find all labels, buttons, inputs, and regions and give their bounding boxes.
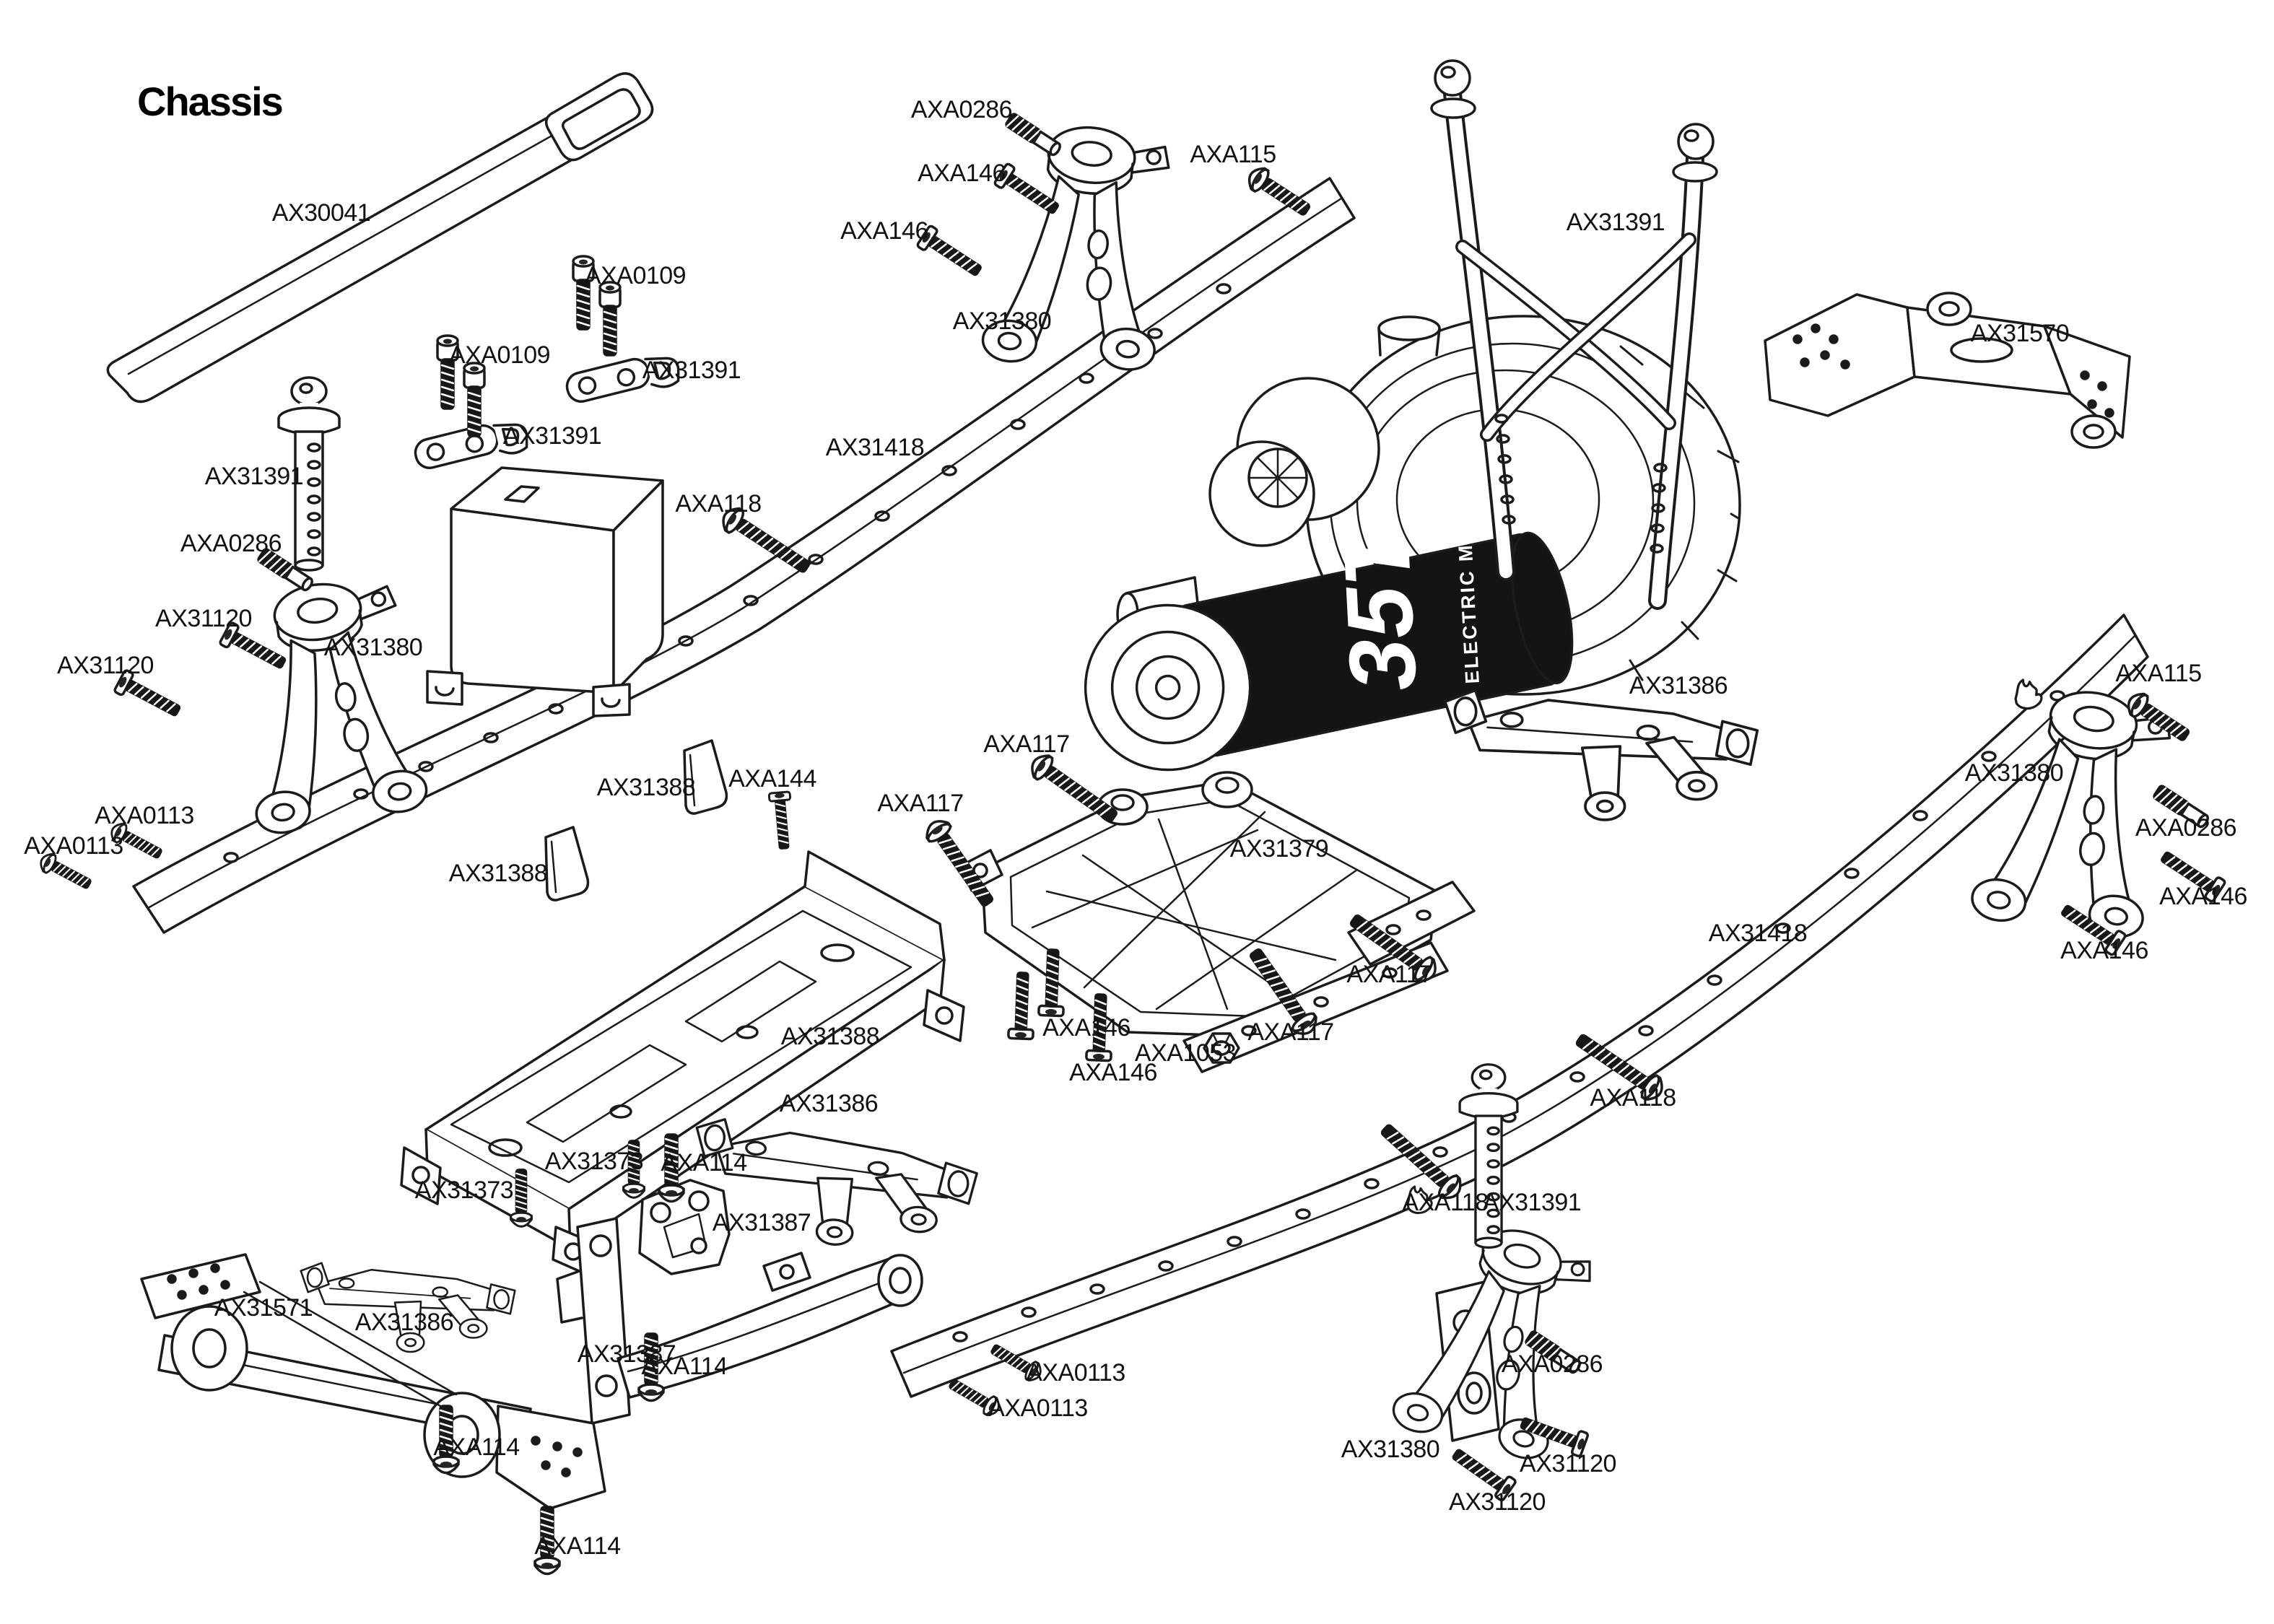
part-label-axa146-mid-1: AXA146 bbox=[1042, 1014, 1131, 1042]
part-label-axa0286-right: AXA0286 bbox=[2135, 814, 2237, 842]
part-label-axa114-4: AXA114 bbox=[534, 1532, 621, 1560]
part-label-axa146-mid-2: AXA146 bbox=[1069, 1059, 1157, 1086]
part-label-axa0286-bottom: AXA0286 bbox=[1501, 1350, 1603, 1378]
part-label-ax31391-post-right: AX31391 bbox=[1482, 1189, 1582, 1216]
part-label-ax31418-right: AX31418 bbox=[1708, 920, 1808, 947]
part-label-ax31418-left: AX31418 bbox=[825, 434, 925, 461]
part-label-ax31391-clip-2: AX31391 bbox=[502, 422, 602, 450]
part-label-ax31380-right: AX31380 bbox=[1964, 759, 2064, 787]
part-label-ax31388-clip-1: AX31388 bbox=[596, 774, 696, 801]
part-label-ax31380-left: AX31380 bbox=[323, 634, 423, 661]
part-label-ax30041: AX30041 bbox=[271, 199, 371, 227]
part-label-ax31391-post-left: AX31391 bbox=[204, 463, 304, 490]
part-label-ax31387-small: AX31387 bbox=[712, 1209, 811, 1236]
part-label-axa114-3: AXA114 bbox=[433, 1433, 520, 1461]
rollbar-drawing bbox=[1430, 59, 1718, 610]
page-title: Chassis bbox=[137, 79, 284, 124]
part-label-axa117-2: AXA117 bbox=[877, 790, 964, 817]
part-label-axa117-1: AXA117 bbox=[983, 730, 1070, 758]
right-rail-drawing bbox=[890, 614, 2149, 1398]
part-label-axa146-right-2: AXA146 bbox=[2060, 937, 2148, 964]
part-label-ax31388-tray: AX31388 bbox=[780, 1023, 880, 1050]
part-label-axa146-right-1: AXA146 bbox=[2159, 883, 2247, 910]
part-label-axa0113-2: AXA0113 bbox=[24, 832, 123, 860]
part-label-ax31386-mid: AX31386 bbox=[779, 1090, 879, 1117]
part-label-axa114-2: AXA114 bbox=[641, 1353, 728, 1380]
part-label-ax31387-large: AX31387 bbox=[577, 1340, 676, 1368]
bumper-mount-drawing bbox=[140, 1253, 606, 1510]
part-label-axa118-mid: AXA118 bbox=[1590, 1084, 1676, 1112]
part-label-ax31373-1: AX31373 bbox=[544, 1148, 644, 1175]
servo-mount-large-drawing bbox=[556, 1217, 923, 1425]
servo-drawing bbox=[426, 466, 664, 717]
part-label-axa118-left: AXA118 bbox=[675, 490, 762, 518]
part-label-axa0113-3: AXA0113 bbox=[1026, 1359, 1125, 1387]
part-label-axa0113-4: AXA0113 bbox=[988, 1394, 1088, 1422]
brace-right-drawing bbox=[1443, 689, 1759, 821]
part-label-axa0113-1: AXA0113 bbox=[95, 802, 194, 829]
tray-wedge-2-drawing bbox=[544, 826, 590, 902]
part-label-ax31380-bottom: AX31380 bbox=[1341, 1436, 1440, 1463]
part-label-axa115-top: AXA115 bbox=[1190, 141, 1276, 168]
part-label-axa146-top-1: AXA146 bbox=[918, 160, 1006, 187]
part-label-ax31380-top: AX31380 bbox=[952, 307, 1052, 335]
part-label-ax31120-3: AX31120 bbox=[1520, 1450, 1616, 1477]
body-mount-bracket-drawing bbox=[1764, 292, 2131, 449]
part-label-axa115-right: AXA115 bbox=[2115, 660, 2202, 687]
part-label-ax31386-left: AX31386 bbox=[354, 1309, 454, 1336]
brace-left-drawing bbox=[300, 1262, 516, 1353]
motor-35t-text: 35T bbox=[1323, 520, 1437, 694]
part-label-axa144: AXA144 bbox=[728, 765, 816, 793]
part-label-axa0109-1: AXA0109 bbox=[584, 262, 687, 289]
part-label-ax31391-rollbar: AX31391 bbox=[1566, 209, 1665, 236]
skid-plate-drawing bbox=[959, 771, 1476, 1073]
part-label-ax31373-2: AX31373 bbox=[414, 1176, 514, 1204]
part-label-axa114-1: AXA114 bbox=[661, 1149, 747, 1176]
part-label-axa146-top-2: AXA146 bbox=[840, 217, 928, 245]
part-label-ax31571: AX31571 bbox=[214, 1294, 313, 1322]
part-label-ax31120-2: AX31120 bbox=[57, 652, 154, 679]
screw-axa144-icon bbox=[767, 790, 796, 850]
screw-axa0109-icon bbox=[598, 281, 622, 357]
part-label-ax31379: AX31379 bbox=[1229, 835, 1329, 863]
shock-tower-top-drawing bbox=[979, 117, 1179, 378]
part-label-ax31388-clip-2: AX31388 bbox=[448, 860, 548, 887]
battery-tray-drawing bbox=[400, 850, 965, 1278]
part-label-ax31120-4: AX31120 bbox=[1449, 1488, 1546, 1516]
part-label-axa117-3: AXA117 bbox=[1346, 961, 1433, 988]
part-label-axa117-4: AXA117 bbox=[1247, 1018, 1334, 1046]
battery-strap-drawing bbox=[106, 72, 654, 403]
servo-mount-small-drawing bbox=[638, 1179, 731, 1275]
screw-axa146-icon bbox=[1007, 971, 1037, 1041]
screw-axa0286-icon bbox=[1003, 111, 1064, 159]
part-label-axa1053: AXA1053 bbox=[1134, 1039, 1237, 1067]
part-label-axa0286-top: AXA0286 bbox=[910, 96, 1013, 123]
screw-axa117-icon bbox=[1025, 749, 1123, 829]
part-label-ax31386-right: AX31386 bbox=[1629, 672, 1728, 699]
part-label-ax31120-1: AX31120 bbox=[155, 605, 252, 632]
shock-tower-bottom-drawing bbox=[1388, 1209, 1603, 1469]
part-label-ax31391-clip-1: AX31391 bbox=[642, 357, 741, 384]
part-label-axa0109-2: AXA0109 bbox=[448, 341, 551, 369]
part-label-ax31570: AX31570 bbox=[1970, 320, 2070, 347]
part-label-axa118-bottom: AXA118 bbox=[1402, 1189, 1489, 1216]
part-label-axa0286-left: AXA0286 bbox=[180, 530, 282, 557]
